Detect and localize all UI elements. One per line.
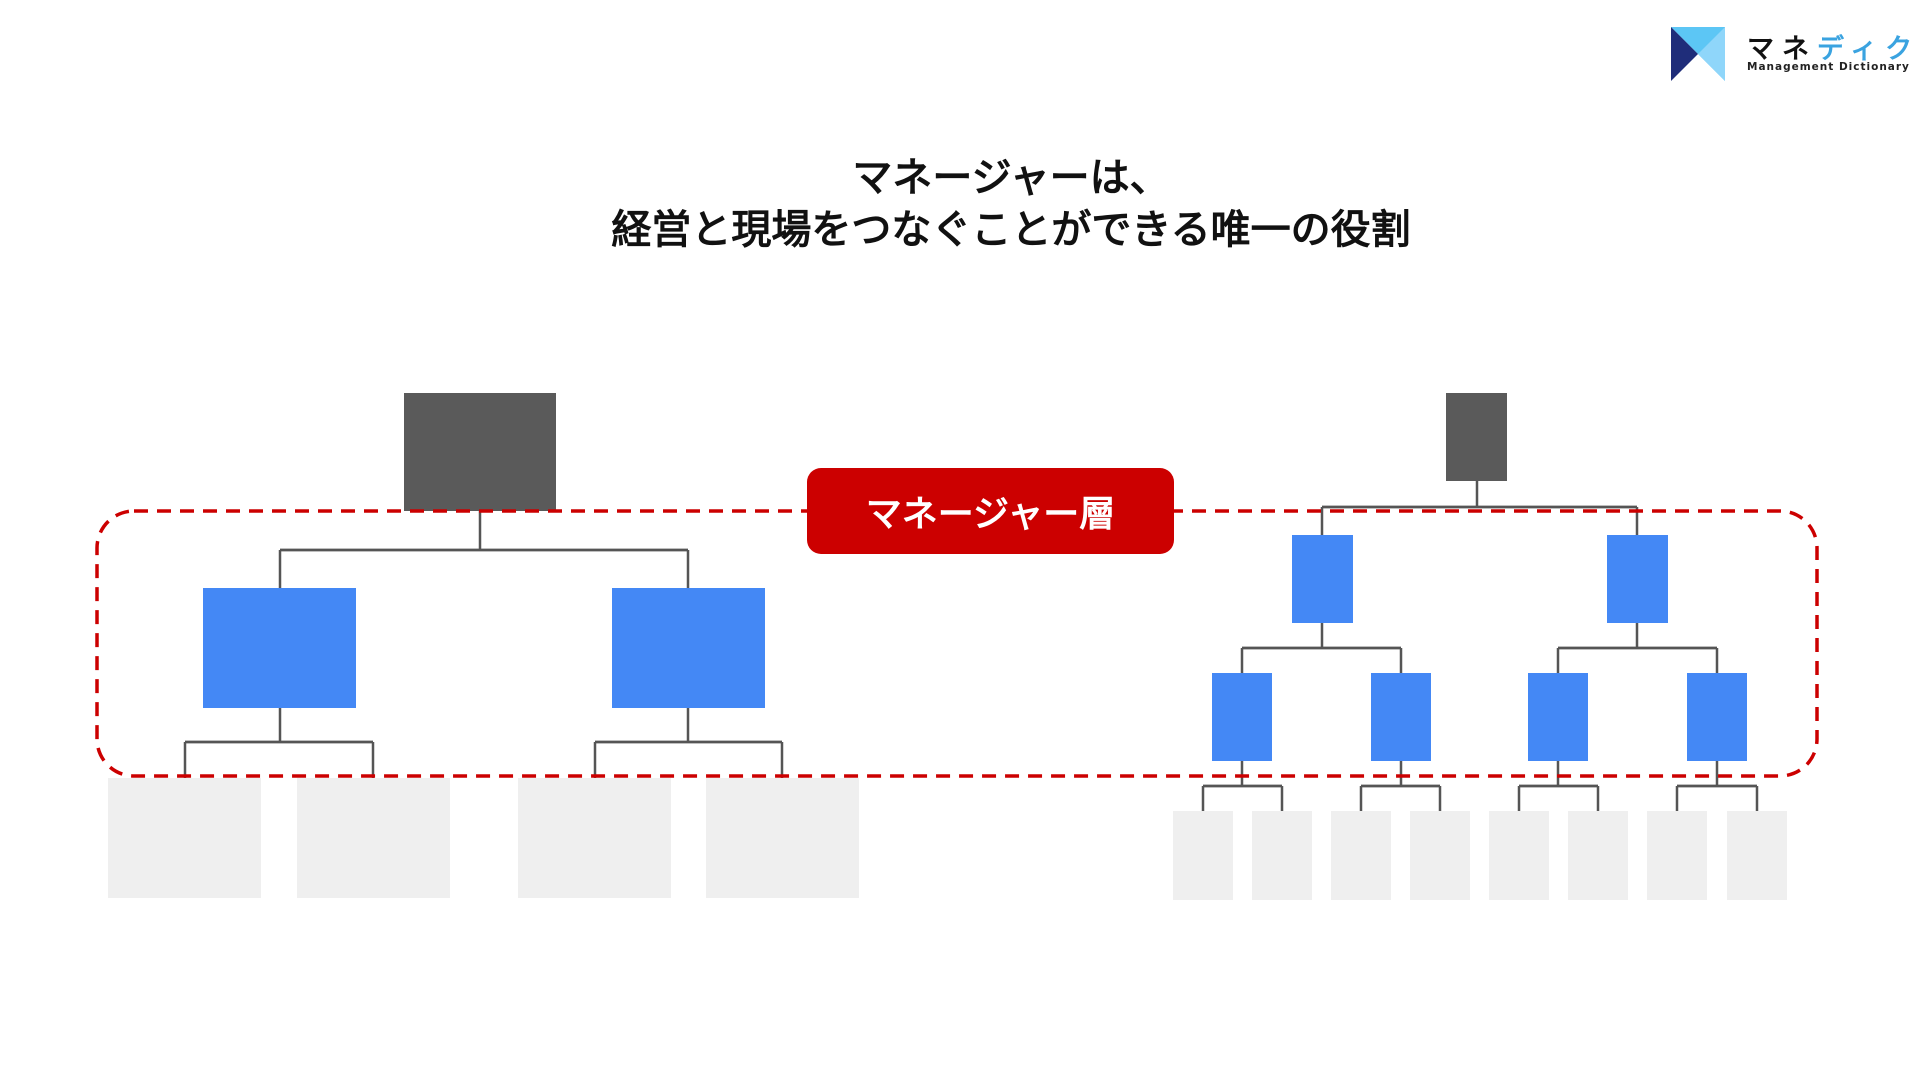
title-line-1: マネージャーは、	[852, 155, 1170, 201]
manager-box	[1292, 535, 1353, 623]
staff-box	[1568, 811, 1628, 900]
manager-box	[612, 588, 765, 708]
badge-label: マネージャー層	[865, 494, 1116, 535]
logo-text: マネディク	[1747, 34, 1916, 65]
manager-box	[1371, 673, 1431, 761]
manager-box	[1528, 673, 1588, 761]
staff-box	[1331, 811, 1391, 900]
staff-box	[1410, 811, 1470, 900]
staff-box	[1727, 811, 1787, 900]
manager-layer-highlight	[95, 509, 1819, 778]
manager-box	[1687, 673, 1747, 761]
staff-box	[1252, 811, 1312, 900]
logo-mark-icon	[1671, 27, 1725, 81]
logo-subtitle: Management Dictionary	[1747, 61, 1910, 73]
staff-box	[518, 778, 671, 898]
manager-layer-badge: マネージャー層	[807, 468, 1174, 554]
page-title: マネージャーは、 経営と現場をつなぐことができる唯一の役割	[0, 152, 1916, 256]
staff-box	[297, 778, 450, 898]
title-line-2: 経営と現場をつなぐことができる唯一の役割	[611, 207, 1411, 253]
manager-box	[1607, 535, 1668, 623]
executive-box	[404, 393, 556, 511]
manager-box	[203, 588, 356, 708]
logo: マネディク Management Dictionary	[1671, 27, 1912, 83]
executive-box	[1446, 393, 1507, 481]
staff-box	[1173, 811, 1233, 900]
manager-box	[1212, 673, 1272, 761]
staff-box	[1647, 811, 1707, 900]
staff-box	[706, 778, 859, 898]
staff-box	[1489, 811, 1549, 900]
staff-box	[108, 778, 261, 898]
